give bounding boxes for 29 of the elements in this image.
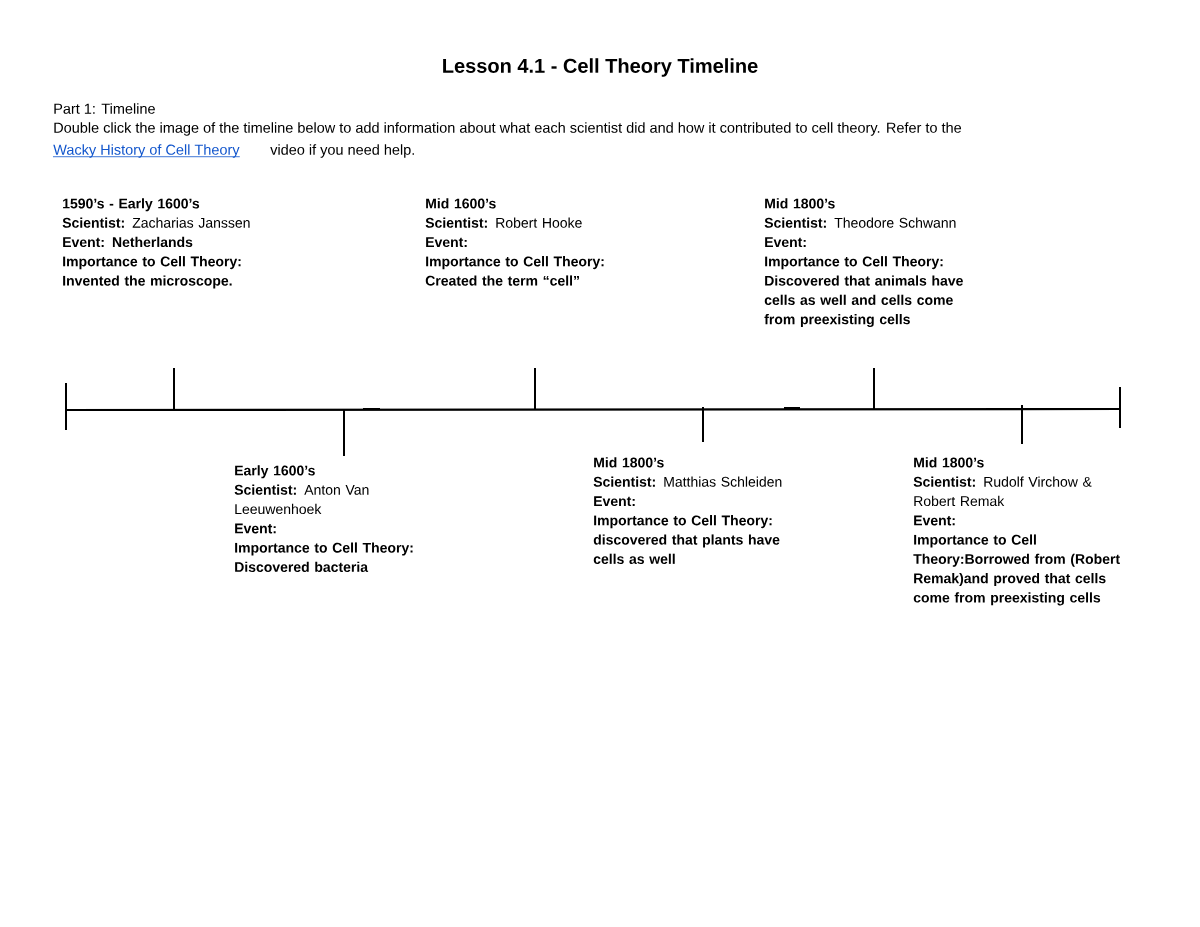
event-text: Event: xyxy=(914,515,955,526)
entry-date: 1590’s - Early 1600’s xyxy=(63,198,200,212)
importance-text: Importance to Cell Theory: Created the term “cell” xyxy=(425,256,604,286)
scientist-text: Scientist: Robert Hooke xyxy=(425,217,582,228)
event-text: Event: xyxy=(426,237,467,248)
scientist-text: Scientist: Matthias Schleiden xyxy=(593,476,782,487)
scientist-text: Scientist: Theodore Schwann xyxy=(764,217,956,228)
event-text: Event: xyxy=(765,237,806,248)
importance-text: Importance to Cell Theory: Discovered bacteria xyxy=(235,542,413,572)
event-text: Event: Netherlands xyxy=(63,236,193,248)
section-heading: Part 1: Timeline xyxy=(54,103,155,114)
instruction-text: Double click the image of the timeline below to add information about what each scientist did and how it contributed to cell theory. Refer to the xyxy=(54,122,962,136)
event-text: Event: xyxy=(594,496,635,507)
importance-text: Importance to Cell Theory:Borrowed from (Robert Remak)and proved that cells come from preexisting cells xyxy=(913,534,1120,606)
link: Wacky History of Cell Theory xyxy=(52,144,241,158)
entry-date: Mid 1800’s xyxy=(914,457,984,468)
importance-text: Importance to Cell Theory: Discovered that animals have cells as well and cells come from preexisting cells xyxy=(764,256,963,328)
scientist-text: Scientist: Zacharias Janssen xyxy=(62,217,250,228)
entry-date: Mid 1800’s xyxy=(594,457,664,468)
entry-date: Mid 1800’s xyxy=(765,198,835,209)
instruction-text: video if you need help. xyxy=(270,144,414,158)
scientist-text: Scientist: Anton Van Leeuwenhoek xyxy=(234,484,369,515)
importance-text: Importance to Cell Theory: Invented the microscope. xyxy=(63,256,241,289)
importance-text: Importance to Cell Theory: discovered that plants have cells as well xyxy=(593,515,780,564)
scientist-text: Scientist: Rudolf Virchow & Robert Remak xyxy=(913,476,1092,507)
event-text: Event: xyxy=(235,523,276,534)
entry-date: Mid 1600’s xyxy=(426,198,496,209)
title: Lesson 4.1 - Cell Theory Timeline xyxy=(443,58,758,77)
entry-date: Early 1600’s xyxy=(235,465,315,479)
